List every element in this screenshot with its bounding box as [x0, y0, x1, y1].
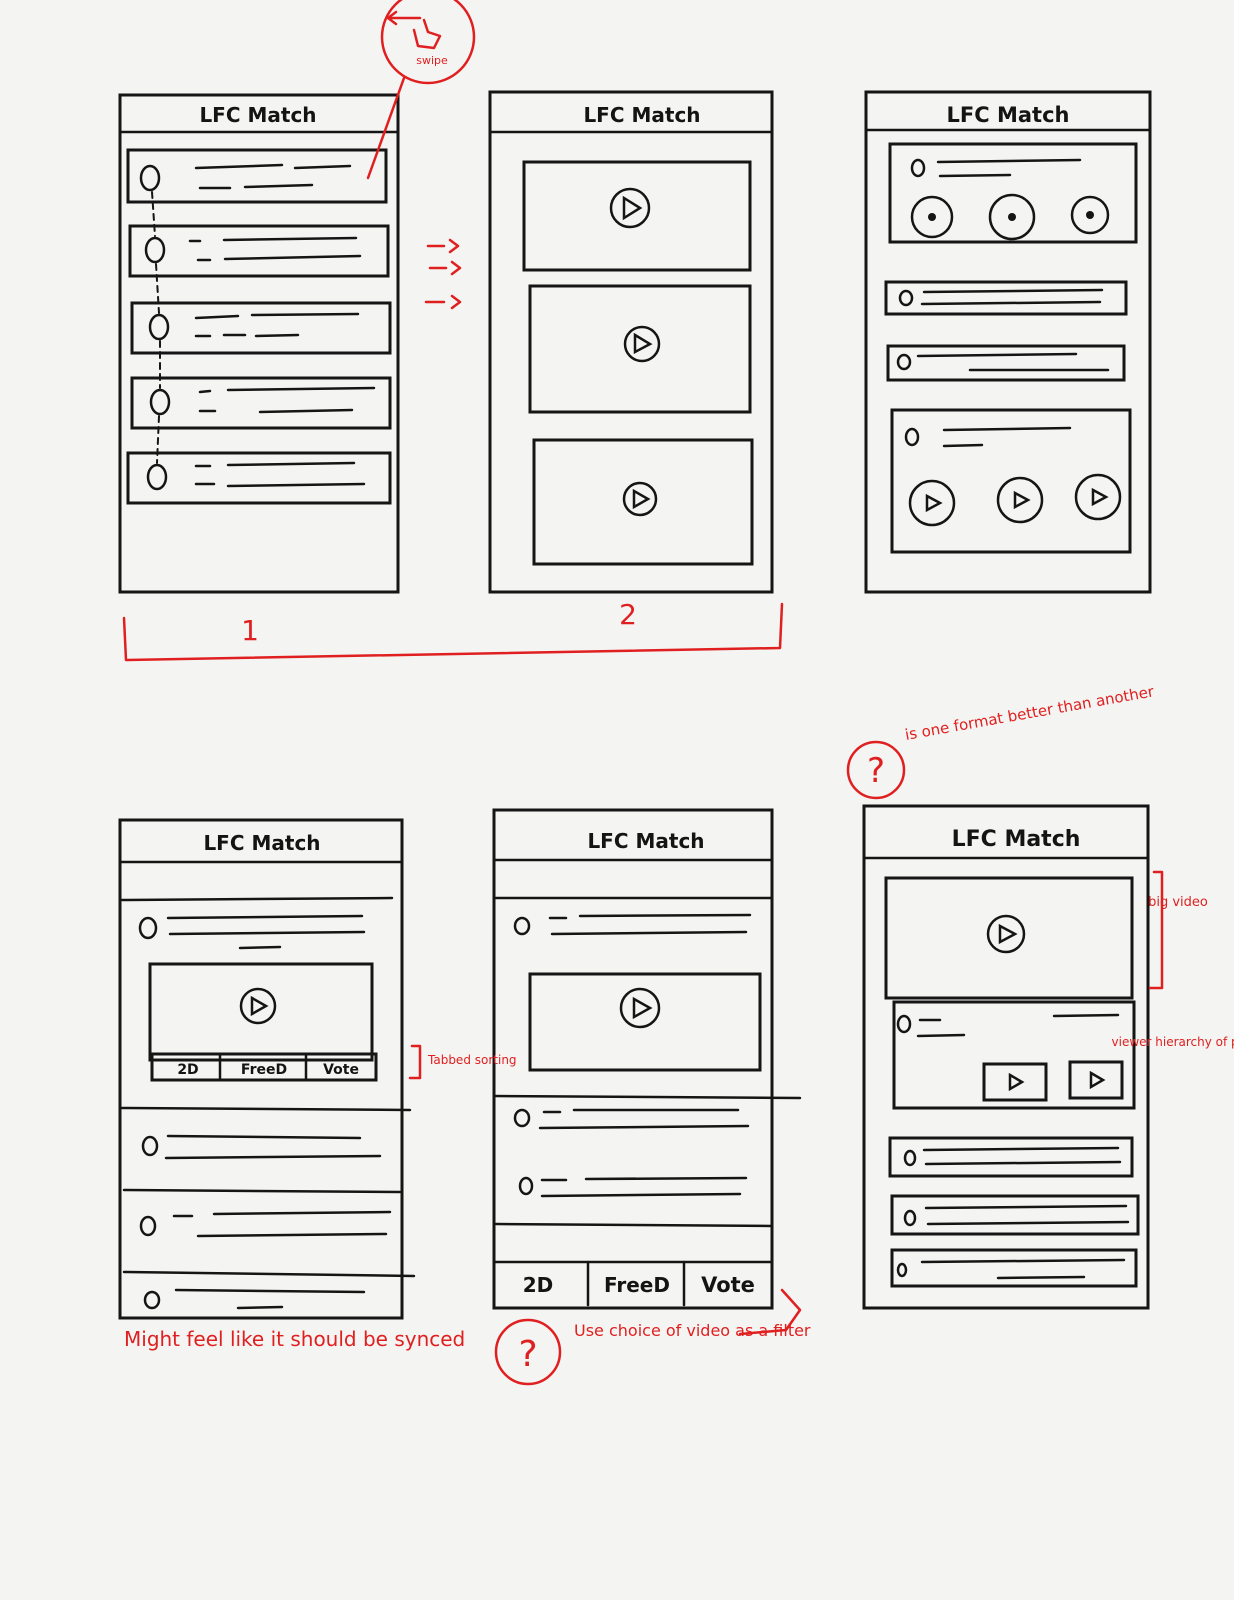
wireframe-5-title: LFC Match	[587, 829, 704, 853]
play-icon	[609, 187, 651, 229]
mini-video	[982, 1062, 1048, 1102]
transition-arrows	[424, 238, 462, 310]
timeline-dots	[139, 164, 171, 491]
play-icon	[986, 914, 1026, 954]
wireframe-4: LFC Match 2D FreeD Vote	[118, 818, 416, 1320]
group-label-2: 2	[619, 598, 637, 631]
play-icon	[910, 195, 954, 239]
tab-vote[interactable]: Vote	[701, 1273, 755, 1297]
wireframe-5: LFC Match 2D FreeD Vote	[492, 808, 802, 1310]
tab-2d[interactable]: 2D	[177, 1062, 198, 1078]
question-mark: ?	[867, 751, 885, 791]
play-icon	[1074, 473, 1122, 521]
mini-video	[1068, 1060, 1124, 1100]
group-bracket: 1 2	[122, 598, 784, 662]
swipe-gesture-icon: swipe	[366, 0, 476, 180]
wireframe-6-title: LFC Match	[952, 827, 1081, 852]
play-icon	[988, 193, 1036, 241]
wireframe-6: LFC Match	[862, 804, 1150, 1310]
video-card	[522, 160, 752, 272]
play-icon	[619, 987, 661, 1029]
wireframe-1: LFC Match	[118, 93, 400, 594]
video-player	[148, 962, 374, 1062]
video-card	[528, 284, 752, 414]
filter-note: ? Use choice of video as a filter	[494, 1288, 811, 1386]
play-icon	[623, 325, 661, 363]
synced-note: Might feel like it should be synced	[124, 1327, 465, 1351]
wireframe-4-title: LFC Match	[203, 831, 320, 855]
video-player	[528, 972, 762, 1072]
format-question-note: is one format better than another	[904, 682, 1157, 744]
play-icon	[239, 987, 277, 1025]
group-label-1: 1	[241, 614, 259, 647]
wireframe-1-title: LFC Match	[199, 103, 316, 127]
wireframe-3-title: LFC Match	[947, 103, 1070, 127]
play-icon	[908, 479, 956, 527]
play-icon	[622, 481, 658, 517]
wireframe-2-title: LFC Match	[583, 103, 700, 127]
tab-freed[interactable]: FreeD	[241, 1062, 287, 1078]
play-icon	[996, 476, 1044, 524]
timeline-list	[126, 148, 392, 505]
wireframe-3: LFC Match	[864, 90, 1152, 594]
swipe-label: swipe	[416, 54, 448, 67]
tab-2d[interactable]: 2D	[523, 1273, 554, 1297]
play-icon	[1070, 195, 1110, 235]
bottom-tab-bar: 2D FreeD Vote	[492, 1260, 774, 1307]
tab-vote[interactable]: Vote	[323, 1062, 359, 1078]
tab-bar: 2D FreeD Vote	[150, 1052, 378, 1082]
big-video-note: big video	[1148, 870, 1208, 990]
svg-text:?: ?	[518, 1334, 537, 1375]
tab-freed[interactable]: FreeD	[604, 1273, 670, 1297]
svg-text:Tabbed sorting: Tabbed sorting	[427, 1053, 517, 1067]
svg-text:big video: big video	[1148, 895, 1208, 910]
svg-text:Use choice of video as a filte: Use choice of video as a filter	[574, 1321, 811, 1340]
wireframe-2: LFC Match	[488, 90, 774, 594]
video-card	[532, 438, 754, 566]
viewer-hierarchy-note: viewer hierarchy of play	[1112, 1035, 1234, 1049]
tabbed-sorting-note: Tabbed sorting	[408, 1044, 517, 1080]
big-video-player	[884, 876, 1134, 1000]
format-question: ? is one format better than another	[846, 682, 1157, 800]
